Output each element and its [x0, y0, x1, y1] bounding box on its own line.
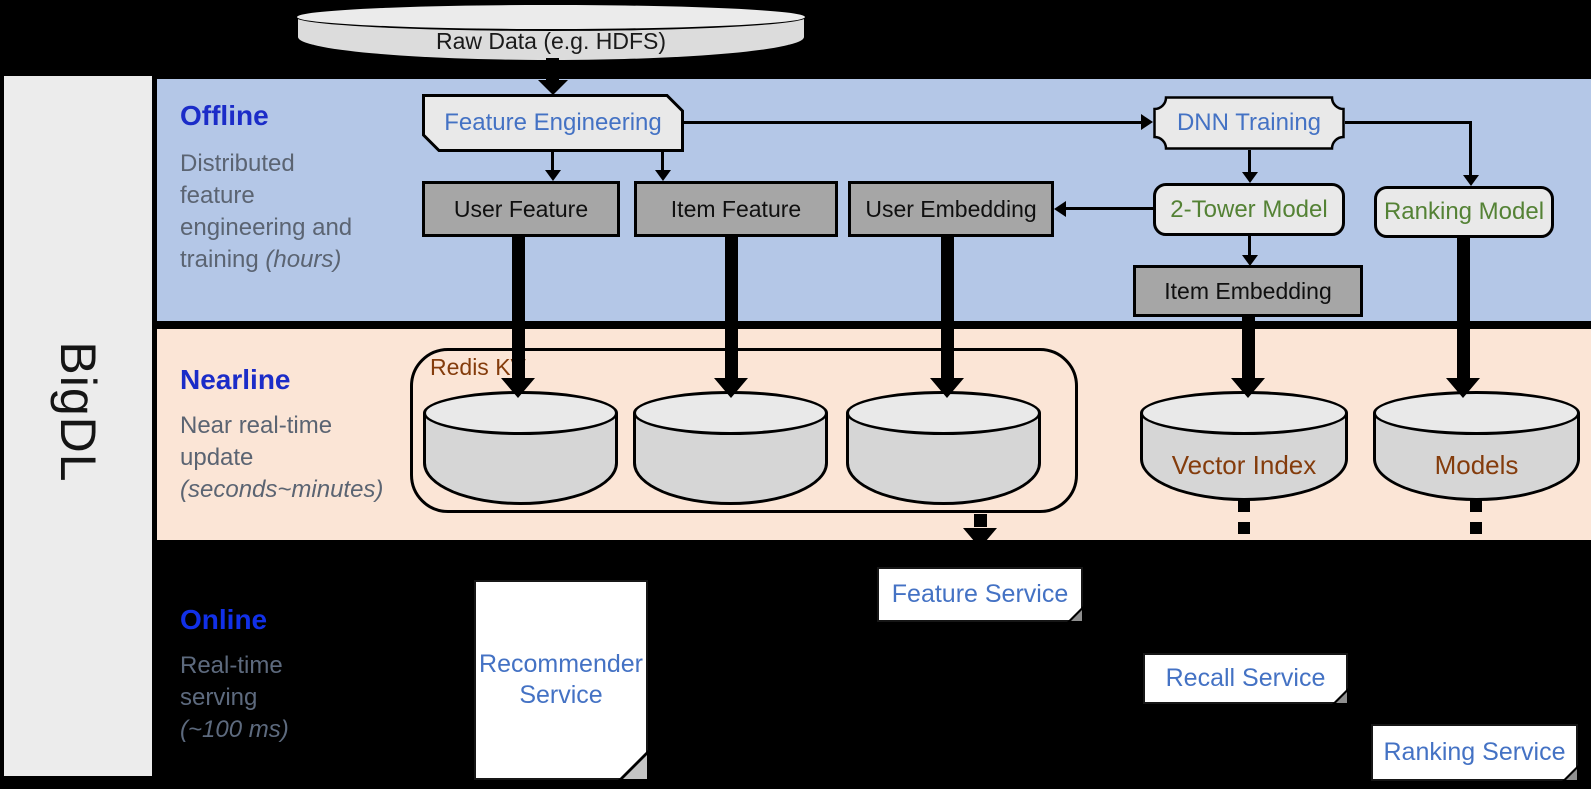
arrow-two-tower-to-user-embedding [1064, 207, 1153, 210]
document-fold-icon [623, 755, 647, 779]
arrow-feature-engineering-to-user-feature [551, 152, 554, 171]
arrow-user-feature-to-redis [512, 237, 525, 378]
arrow-feature-engineering-to-dnn-training [684, 121, 1143, 124]
arrowhead-user-embedding-redis [930, 378, 964, 398]
online-desc-duration: (~100 ms) [180, 716, 289, 744]
document-fold-icon [1336, 692, 1347, 703]
arrowhead-to-vector-index [1231, 378, 1265, 398]
feature-engineering-node: Feature Engineering [422, 94, 684, 152]
vector-index-cylinder: Vector Index [1140, 391, 1348, 501]
user-feature-node: User Feature [422, 181, 620, 237]
arrowhead-item-feature-redis [714, 378, 748, 398]
dashed-arrow-models-to-ranking-1 [1470, 500, 1482, 512]
offline-section-desc: Distributed feature engineering and trai… [180, 148, 370, 277]
arrowhead-to-item-feature [655, 170, 671, 181]
arrowhead-to-user-embedding [1054, 201, 1066, 217]
dashed-arrow-models-to-ranking-2 [1470, 522, 1482, 534]
offline-desc-duration: (hours) [265, 246, 342, 274]
arrowhead-user-feature-redis [501, 378, 535, 398]
offline-section-title: Offline [180, 100, 269, 131]
nearline-desc-text: Near real-time update [180, 412, 333, 472]
redis-shard-cylinder-2 [633, 391, 828, 505]
two-tower-model-node: 2-Tower Model [1153, 183, 1345, 236]
user-embedding-node: User Embedding [848, 181, 1054, 237]
ranking-service-box: Ranking Service [1371, 724, 1578, 781]
vector-index-label: Vector Index [1171, 449, 1317, 480]
arrowhead-to-item-embedding [1242, 255, 1258, 266]
raw-data-store-cylinder: Raw Data (e.g. HDFS) [295, 3, 807, 63]
ranking-model-node: Ranking Model [1374, 186, 1554, 238]
recall-service-label: Recall Service [1165, 663, 1326, 692]
snip-corner-shape [422, 94, 684, 152]
feature-service-label: Feature Service [891, 579, 1069, 608]
redis-shard-cylinder-1 [423, 391, 618, 505]
arrow-feature-engineering-to-item-feature [661, 152, 664, 171]
arrowhead-to-user-feature [545, 170, 561, 181]
arrow-dnn-training-to-two-tower-model [1248, 150, 1251, 172]
recommender-service-document: Recommender Service [474, 580, 648, 780]
feature-engineering-label: Feature Engineering [444, 109, 662, 136]
raw-data-label: Raw Data (e.g. HDFS) [435, 27, 667, 54]
arrow-user-embedding-to-redis [941, 237, 954, 378]
recall-service-box: Recall Service [1143, 653, 1348, 704]
document-fold-icon [1071, 610, 1082, 621]
bigdl-logo-text: BigDL [50, 341, 106, 483]
online-section-title: Online [180, 604, 268, 635]
arrow-raw-data-to-feature-engineering [546, 58, 559, 80]
arrowhead-to-two-tower-model [1242, 172, 1258, 183]
arrow-item-embedding-to-vector-index [1242, 317, 1255, 378]
arrow-item-feature-to-redis [725, 237, 738, 378]
redis-kv-container [410, 348, 1078, 513]
arrow-dnn-training-to-ranking-model-h [1345, 121, 1472, 124]
arrowhead-to-dnn-training [1141, 114, 1153, 130]
redis-shard-cylinder-3 [846, 391, 1041, 505]
nearline-section-desc: Near real-time update (seconds~minutes) [180, 410, 392, 506]
models-cylinder: Models [1373, 391, 1580, 501]
arrow-two-tower-to-item-embedding [1248, 236, 1251, 256]
document-fold-icon [1566, 769, 1577, 780]
online-desc-text: Real-time serving [180, 652, 283, 712]
dashed-arrow-redis-to-feature-service [974, 514, 987, 527]
redis-kv-label: Redis KV [430, 354, 526, 380]
recommender-service-label: Recommender Service [479, 649, 643, 709]
plaque-shape [1153, 96, 1345, 150]
arrowhead-to-feature-engineering [538, 80, 568, 95]
dashed-arrow-vector-index-to-recall-2 [1238, 522, 1250, 534]
ranking-service-label: Ranking Service [1383, 737, 1566, 766]
bigdl-brand-bar: BigDL [4, 76, 152, 776]
offline-desc-text: Distributed feature engineering and trai… [180, 150, 353, 274]
arrow-ranking-model-to-models [1457, 238, 1470, 378]
arrowhead-to-feature-service [963, 528, 997, 548]
arrowhead-to-ranking-model [1463, 175, 1479, 186]
nearline-desc-duration: (seconds~minutes) [180, 476, 384, 504]
item-embedding-node: Item Embedding [1133, 265, 1363, 317]
online-section-desc: Real-time serving (~100 ms) [180, 650, 315, 746]
arrow-dnn-training-to-ranking-model-v [1469, 121, 1472, 176]
nearline-section-title: Nearline [180, 364, 291, 395]
arrowhead-to-models [1446, 378, 1480, 398]
feature-service-box: Feature Service [877, 567, 1083, 622]
raw-data-cylinder-top [295, 3, 807, 31]
models-label: Models [1434, 449, 1519, 480]
dashed-arrow-vector-index-to-recall-1 [1238, 500, 1250, 512]
dnn-training-node: DNN Training [1153, 96, 1345, 150]
dnn-training-label: DNN Training [1176, 109, 1322, 136]
item-feature-node: Item Feature [634, 181, 838, 237]
